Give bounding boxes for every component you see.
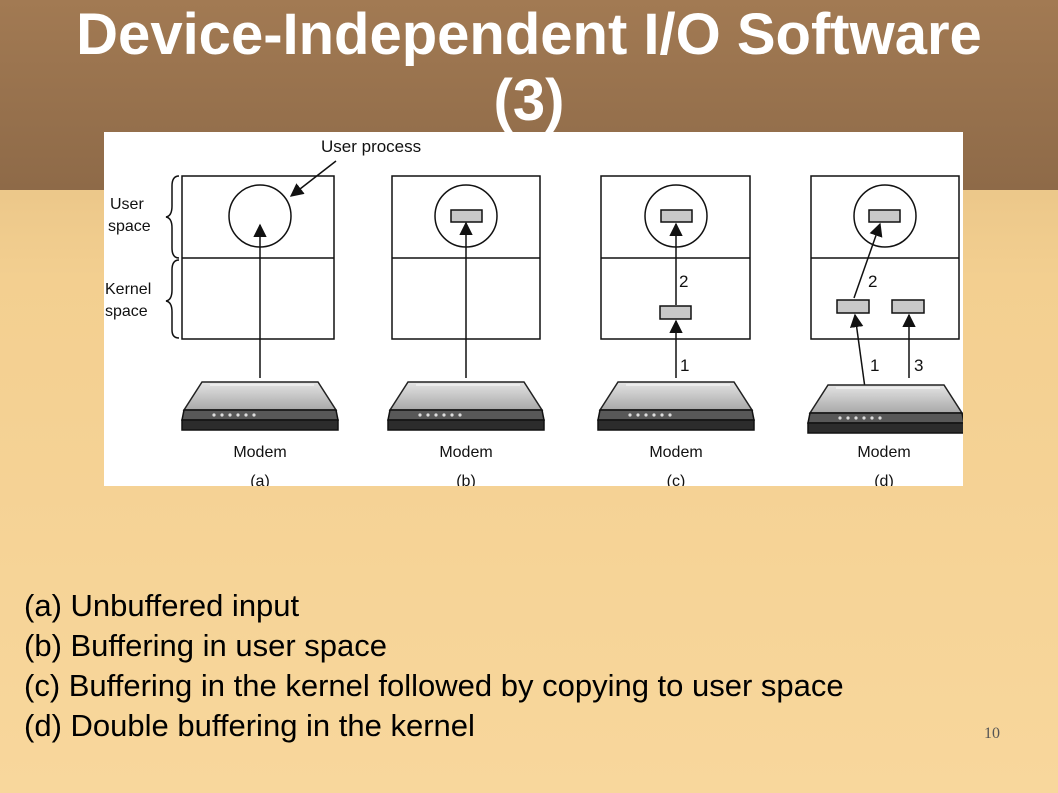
panel-d-arrow-label-2: 2 xyxy=(868,272,877,291)
panel-c: 1 2 Modem (c) xyxy=(597,175,755,486)
user-space-label-line-2: space xyxy=(108,218,151,235)
slide-title: Device-Independent I/O Software (3) xyxy=(0,2,1058,134)
panel-d-kernel-buffer-1 xyxy=(836,299,870,314)
caption-c: (c) Buffering in the kernel followed by … xyxy=(24,668,844,703)
panel-b-user-buffer xyxy=(450,209,483,223)
panel-d-device-label: Modem xyxy=(857,444,910,461)
caption-d: (d) Double buffering in the kernel xyxy=(24,708,475,743)
slide-title-line-1: Device-Independent I/O Software xyxy=(76,2,982,67)
panel-c-arrow-label-2: 2 xyxy=(679,272,688,291)
panel-a: Modem (a) xyxy=(181,175,339,486)
user-space-brace xyxy=(165,175,180,259)
panel-c-sub-label: (c) xyxy=(667,473,686,486)
panel-b-modem xyxy=(387,381,545,431)
panel-d-arrow-label-1: 1 xyxy=(870,356,879,375)
panel-c-modem xyxy=(597,381,755,431)
kernel-space-label-line-2: space xyxy=(105,303,148,320)
page-number: 10 xyxy=(984,725,1000,742)
panel-c-device-label: Modem xyxy=(649,444,702,461)
kernel-space-brace xyxy=(165,259,180,339)
panel-b: Modem (b) xyxy=(387,175,545,486)
panel-d-arrow-2 xyxy=(853,222,883,299)
panel-d-arrow-1 xyxy=(849,313,866,389)
panel-d-modem xyxy=(807,384,963,434)
panel-d-arrow-label-3: 3 xyxy=(914,356,923,375)
panel-a-modem xyxy=(181,381,339,431)
user-space-label: User space xyxy=(108,196,151,235)
user-process-pointer xyxy=(289,160,337,197)
caption-b: (b) Buffering in user space xyxy=(24,628,388,663)
caption-a: (a) Unbuffered input xyxy=(24,588,300,623)
panel-d-user-buffer xyxy=(868,209,901,223)
panel-d-sub-label: (d) xyxy=(874,473,894,486)
caption-list: (a) Unbuffered input (b) Buffering in us… xyxy=(24,586,1024,746)
panel-c-arrow-label-1: 1 xyxy=(680,356,689,375)
panel-b-sub-label: (b) xyxy=(456,473,476,486)
panel-b-device-label: Modem xyxy=(439,444,492,461)
slide-title-line-2: (3) xyxy=(493,68,565,133)
panel-a-device-label: Modem xyxy=(233,444,286,461)
panel-d-kernel-buffer-2 xyxy=(891,299,925,314)
kernel-space-label: Kernel space xyxy=(105,281,151,320)
kernel-space-label-line-1: Kernel xyxy=(105,281,151,298)
user-process-label: User process xyxy=(321,137,421,156)
panel-a-sub-label: (a) xyxy=(250,473,270,486)
buffering-diagram: User space Kernel space User process Mod… xyxy=(104,132,963,486)
panel-d: 1 2 3 Modem (d) xyxy=(807,175,963,486)
panel-c-kernel-buffer xyxy=(659,305,692,320)
user-space-label-line-1: User xyxy=(110,196,144,213)
panel-c-user-buffer xyxy=(660,209,693,223)
